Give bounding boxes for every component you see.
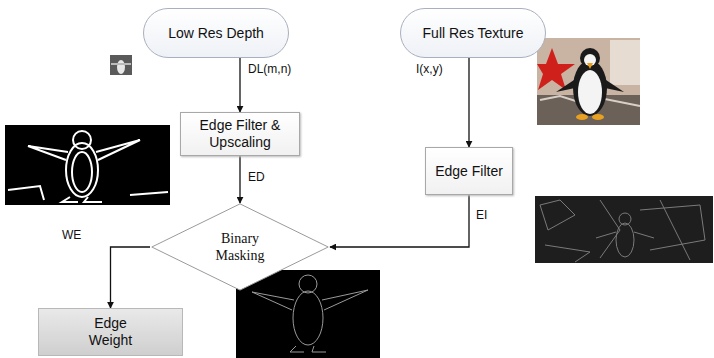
- image-ground: [535, 196, 713, 263]
- signal-label: I(x,y): [414, 62, 445, 76]
- input-ellipse: Low Res Depth: [143, 8, 289, 58]
- signal-label: WE: [60, 228, 83, 242]
- decision-diamond: Binary Masking: [150, 203, 330, 291]
- connector-arrow: [468, 58, 469, 147]
- picture-wall: [610, 40, 640, 85]
- penguin-wing: [605, 80, 624, 92]
- diamond-outline: [150, 203, 330, 291]
- connector-arrow: [111, 247, 151, 308]
- penguin-belly: [578, 70, 602, 114]
- masked-edge-image: [236, 270, 380, 358]
- node-text: Edge Weight: [81, 315, 141, 349]
- connector-arrow: [239, 58, 240, 112]
- penguin-beak: [587, 63, 593, 69]
- penguin-head: [580, 48, 600, 68]
- image-ground: [236, 270, 380, 358]
- thumbnail-figure: [117, 60, 125, 74]
- picture-ground: [537, 38, 640, 125]
- depth-edge-image: [5, 125, 170, 205]
- penguin-wing: [556, 80, 575, 92]
- node-text: Low Res Depth: [168, 25, 264, 42]
- penguin-body: [573, 60, 607, 116]
- texture-edge-image: [535, 196, 713, 263]
- node-text: Edge Filter: [435, 163, 503, 180]
- output-box: Edge Weight: [38, 308, 183, 356]
- thumbnail-ground: [110, 55, 132, 75]
- signal-label: DL(m,n): [246, 62, 293, 76]
- image-ground: [5, 125, 170, 205]
- edge-outline: [8, 131, 168, 202]
- penguin-foot: [576, 114, 588, 120]
- node-text: Full Res Texture: [423, 25, 524, 42]
- node-text: Binary Masking: [204, 230, 276, 264]
- signal-label: ED: [246, 170, 267, 184]
- penguin-foot: [592, 114, 604, 120]
- edge-outline: [252, 275, 368, 352]
- connector-arrow: [239, 156, 240, 203]
- signal-label: EI: [474, 208, 489, 222]
- depth-thumbnail: [110, 55, 132, 75]
- thumbnail-wing: [111, 63, 131, 65]
- input-ellipse: Full Res Texture: [400, 8, 546, 58]
- diamond-shape: [152, 204, 328, 290]
- node-text: Edge Filter & Upscaling: [190, 117, 290, 151]
- texture-picture: [537, 38, 640, 125]
- process-box: Edge Filter & Upscaling: [180, 112, 300, 156]
- process-box: Edge Filter: [425, 147, 513, 195]
- connector-arrow: [330, 195, 469, 247]
- edge-lines: [540, 200, 705, 262]
